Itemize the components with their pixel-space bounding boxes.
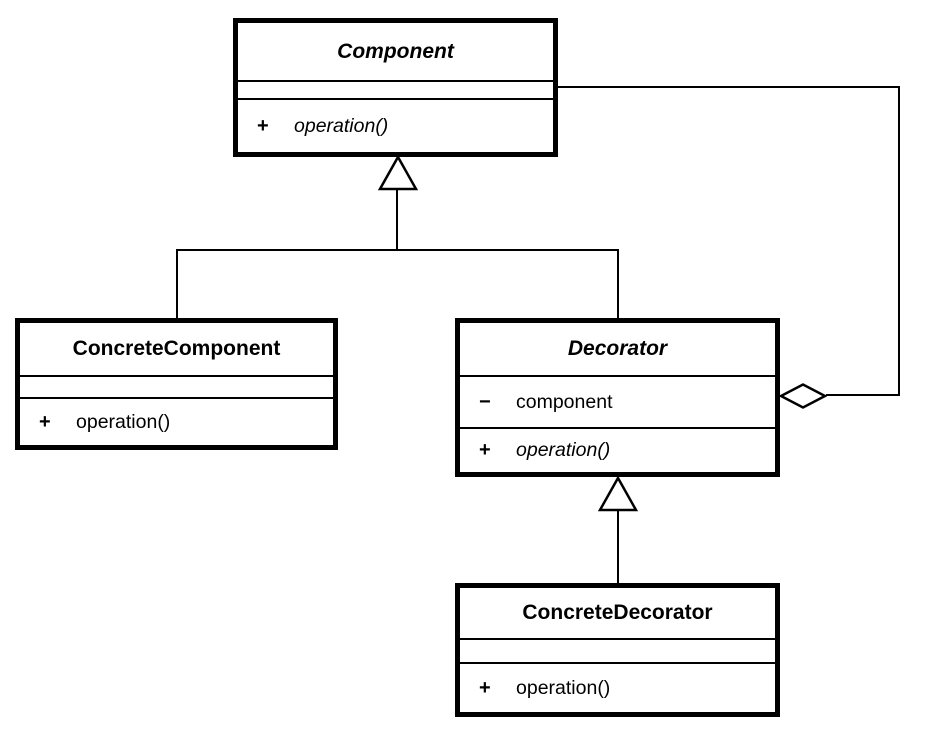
- class-concrete-component: ConcreteComponent + operation(): [15, 318, 338, 450]
- class-concrete-decorator: ConcreteDecorator + operation(): [455, 583, 780, 717]
- member-name: component: [516, 390, 613, 413]
- class-concrete-component-attributes: [20, 377, 333, 399]
- class-concrete-decorator-attributes: [460, 640, 775, 664]
- member-operation: + operation(): [460, 439, 775, 462]
- class-decorator-title: Decorator: [460, 323, 775, 377]
- class-component-operations: + operation(): [238, 100, 553, 152]
- class-concrete-component-operations: + operation(): [20, 399, 333, 445]
- visibility-sign: +: [479, 439, 491, 461]
- generalization-drop-concrete-component: [176, 250, 178, 318]
- generalization-stem-to-decorator: [617, 510, 619, 583]
- aggregation-line-right: [898, 87, 900, 396]
- visibility-sign: +: [39, 410, 51, 433]
- aggregation-diamond-icon: [779, 383, 827, 409]
- class-concrete-decorator-operations: + operation(): [460, 664, 775, 712]
- member-name: operation(): [76, 410, 171, 433]
- class-component-title: Component: [238, 23, 553, 82]
- visibility-sign: +: [257, 114, 269, 137]
- class-decorator-attributes: − component: [460, 377, 775, 429]
- inheritance-triangle-icon: [597, 476, 639, 512]
- class-decorator: Decorator − component + operation(): [455, 318, 780, 477]
- class-concrete-component-title: ConcreteComponent: [20, 323, 333, 377]
- member-operation: + operation(): [20, 411, 333, 434]
- class-decorator-operations: + operation(): [460, 429, 775, 472]
- member-name: operation(): [516, 676, 611, 699]
- aggregation-line-top: [558, 86, 900, 88]
- aggregation-line-to-diamond: [826, 394, 899, 396]
- member-name: operation(): [294, 114, 389, 137]
- member-name: operation(): [516, 439, 611, 461]
- visibility-sign: +: [479, 676, 491, 699]
- visibility-sign: −: [479, 390, 491, 413]
- generalization-stem-to-component: [396, 188, 398, 250]
- inheritance-triangle-icon: [377, 155, 419, 191]
- member-attribute: − component: [460, 391, 775, 414]
- class-component-attributes: [238, 82, 553, 100]
- class-concrete-decorator-title: ConcreteDecorator: [460, 588, 775, 640]
- member-operation: + operation(): [238, 115, 553, 138]
- class-component: Component + operation(): [233, 18, 558, 157]
- generalization-horizontal-bar: [176, 249, 619, 251]
- member-operation: + operation(): [460, 677, 775, 700]
- generalization-drop-decorator: [617, 250, 619, 318]
